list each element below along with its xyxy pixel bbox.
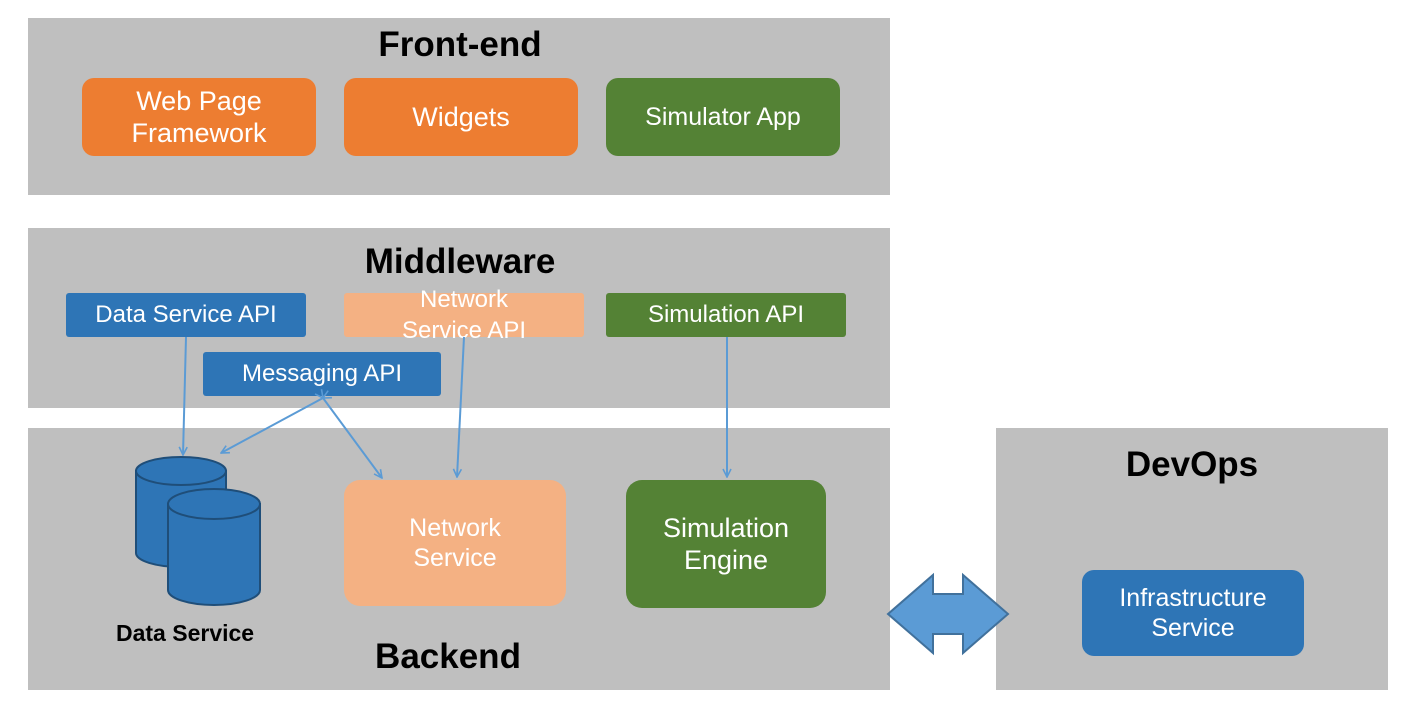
backend-title: Backend <box>375 637 521 676</box>
simulation-api-box: Simulation API <box>606 293 846 337</box>
data-service-label: Data Service <box>116 620 255 646</box>
frontend-title: Front-end <box>378 25 542 64</box>
infrastructure-service-box: Infrastructure Service <box>1082 570 1304 656</box>
network-service-box: Network Service <box>344 480 566 606</box>
simulation-engine-box: Simulation Engine <box>626 480 826 608</box>
devops-title: DevOps <box>1125 445 1259 484</box>
web-page-framework-box: Web Page Framework <box>82 78 316 156</box>
widgets-box: Widgets <box>344 78 578 156</box>
messaging-api-box: Messaging API <box>203 352 441 396</box>
simulator-app-box: Simulator App <box>606 78 840 156</box>
data-service-api-box: Data Service API <box>66 293 306 337</box>
middleware-title: Middleware <box>364 242 556 281</box>
network-service-api-box: Network Service API <box>344 286 584 344</box>
